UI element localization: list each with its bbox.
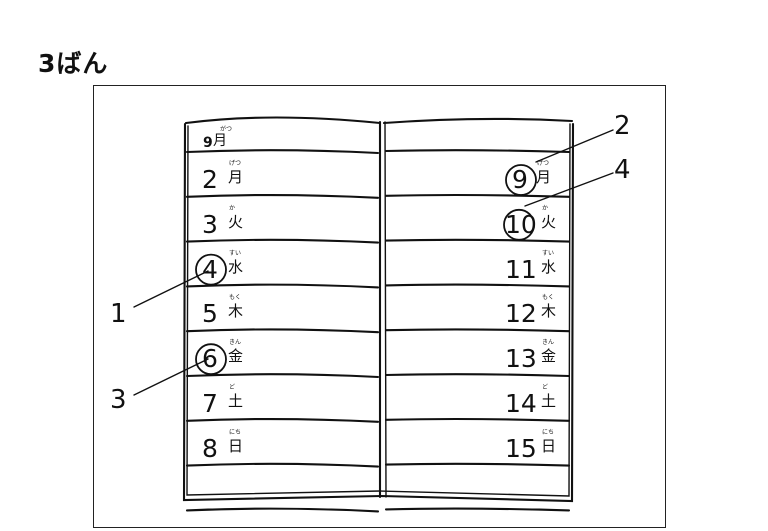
day-number: 4 <box>202 254 218 284</box>
right-rule-line <box>384 283 571 288</box>
day-number: 10 <box>505 209 537 239</box>
callout-2: 2 <box>614 111 631 141</box>
left-rule-line <box>185 328 380 334</box>
callout-3: 3 <box>110 385 127 415</box>
weekday-kanji: 土 <box>541 392 557 410</box>
day-number: 12 <box>505 299 537 329</box>
weekday-ruby: ど <box>542 384 549 391</box>
date-circle <box>505 164 537 196</box>
right-rule-line <box>384 373 571 378</box>
day-number: 7 <box>202 389 218 418</box>
day-number: 2 <box>202 165 218 194</box>
right-rule-line <box>384 328 571 333</box>
weekday-ruby: きん <box>542 339 555 347</box>
right-rule-line <box>384 462 571 467</box>
day-number: 14 <box>505 389 537 418</box>
date-circles <box>195 164 537 376</box>
day-number: 15 <box>505 433 537 463</box>
day-number: 6 <box>202 344 218 374</box>
month-kanji: 月 <box>213 133 227 149</box>
weekday-kanji: 金 <box>541 347 557 366</box>
weekday-ruby: もく <box>542 294 555 302</box>
day-number: 3 <box>202 209 218 239</box>
weekday-kanji: 月 <box>536 168 552 186</box>
weekday-kanji: 火 <box>228 212 244 231</box>
month-ruby: がつ <box>220 126 233 133</box>
day-number: 11 <box>505 254 537 284</box>
weekday-kanji: 火 <box>541 212 557 231</box>
weekday-kanji: 金 <box>228 347 244 366</box>
date-circle <box>195 343 227 376</box>
left-rule-line <box>185 462 380 468</box>
weekday-ruby: にち <box>229 428 242 436</box>
weekday-ruby: すい <box>542 249 555 257</box>
right-rule-line <box>384 238 571 243</box>
right-rule-line <box>384 149 571 154</box>
weekday-ruby: げつ <box>537 160 550 167</box>
callout-4: 4 <box>614 155 631 185</box>
weekday-kanji: 土 <box>228 392 244 410</box>
weekday-ruby: にち <box>542 428 555 436</box>
month-number: 9 <box>203 135 213 151</box>
weekday-kanji: 木 <box>228 302 244 321</box>
callout-leader-lines <box>133 129 614 396</box>
weekday-ruby: きん <box>229 339 242 347</box>
day-number: 9 <box>512 165 528 194</box>
left-rule-line <box>185 193 380 199</box>
callout-1: 1 <box>110 299 127 329</box>
notebook-outline <box>182 116 575 503</box>
question-number: 3ばん <box>38 49 109 78</box>
weekday-ruby: げつ <box>229 160 242 167</box>
left-rule-line <box>185 238 380 244</box>
weekday-kanji: 日 <box>228 436 244 455</box>
weekday-ruby: すい <box>229 249 242 257</box>
date-circle <box>503 208 535 241</box>
left-rule-line <box>185 283 380 289</box>
left-rule-line <box>185 149 380 155</box>
right-rule-line <box>384 417 571 422</box>
left-rule-line <box>185 417 380 423</box>
weekday-kanji: 水 <box>228 257 244 276</box>
weekday-kanji: 木 <box>541 302 557 321</box>
left-rule-line <box>185 373 380 379</box>
weekday-ruby: ど <box>229 384 236 391</box>
day-number: 8 <box>202 433 218 463</box>
weekday-kanji: 水 <box>541 257 557 276</box>
weekday-kanji: 月 <box>228 168 244 186</box>
weekday-ruby: か <box>542 204 549 212</box>
weekday-ruby: か <box>229 204 236 212</box>
date-circle <box>195 253 227 286</box>
weekday-kanji: 日 <box>541 436 557 455</box>
right-rule-line <box>384 193 571 198</box>
weekday-ruby: もく <box>229 294 242 302</box>
day-number: 13 <box>505 344 537 374</box>
page-rule-lines <box>185 149 571 513</box>
right-rule-line <box>384 507 571 512</box>
left-rule-line <box>185 507 380 513</box>
day-number: 5 <box>202 299 218 329</box>
